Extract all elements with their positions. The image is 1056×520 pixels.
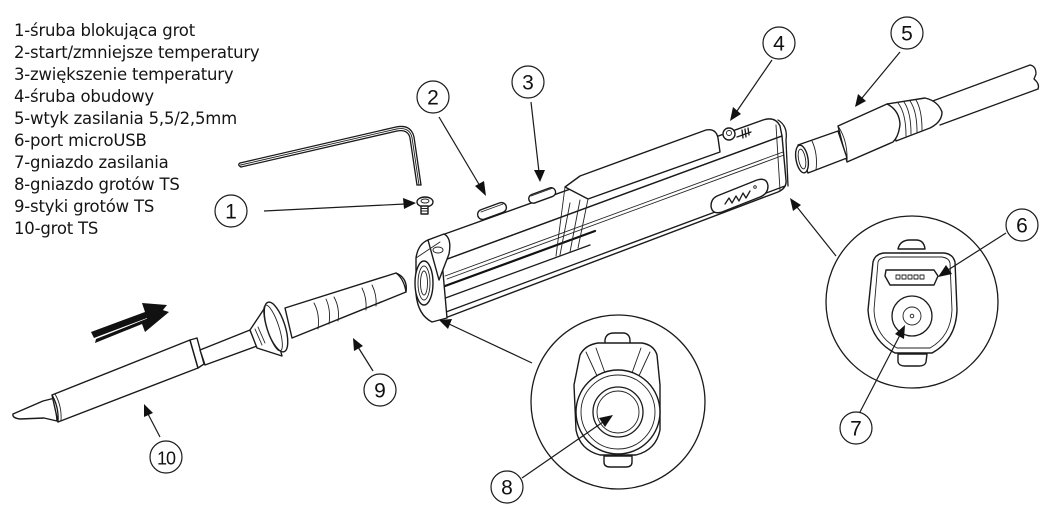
- legend-item-1: 1-śruba blokująca grot: [14, 21, 195, 40]
- callout-6: 6: [1005, 208, 1039, 242]
- callout-5-label: 5: [901, 23, 913, 46]
- ts-tip-icon: [12, 272, 407, 423]
- callout-9: 9: [363, 373, 397, 407]
- legend-item-4: 4-śruba obudowy: [14, 87, 154, 106]
- legend-item-6: 6-port microUSB: [14, 131, 147, 150]
- callout-2-label: 2: [427, 87, 439, 110]
- legend-item-2: 2-start/zmniejsze temperatury: [14, 43, 260, 62]
- callout-3: 3: [511, 65, 545, 99]
- housing-screw-icon: [722, 127, 752, 141]
- brand-logo-icon: [710, 178, 769, 214]
- callout-10-label: 10: [157, 449, 176, 469]
- callout-2: 2: [416, 80, 450, 114]
- callout-7-label: 7: [850, 418, 862, 441]
- button-plus-icon: [528, 187, 557, 204]
- callout-7: 7: [839, 411, 873, 445]
- parts-legend: 1-śruba blokująca grot 2-start/zmniejsze…: [14, 20, 260, 240]
- iron-handle-icon: [414, 118, 789, 323]
- legend-item-5: 5-wtyk zasilania 5,5/2,5mm: [14, 109, 238, 128]
- leader-lines: [144, 51, 1007, 479]
- callout-1-label: 1: [225, 201, 237, 224]
- callout-4-label: 4: [773, 33, 785, 56]
- callout-8-label: 8: [501, 477, 513, 500]
- callout-6-label: 6: [1016, 215, 1028, 238]
- legend-item-3: 3-zwiększenie temperatury: [14, 65, 234, 84]
- legend-item-7: 7-gniazdo zasilania: [14, 153, 169, 172]
- callout-10: 10: [149, 440, 183, 474]
- tip-socket-detail-icon: [530, 314, 706, 490]
- power-end-detail-icon: [825, 215, 999, 389]
- callout-3-label: 3: [522, 72, 534, 95]
- callout-5: 5: [890, 16, 924, 50]
- screw-icon: [416, 196, 434, 215]
- insert-direction-arrow-icon: [91, 303, 169, 343]
- callout-1: 1: [214, 194, 248, 228]
- callout-4: 4: [762, 26, 796, 60]
- callout-9-label: 9: [374, 380, 386, 403]
- hex-key-icon: [238, 125, 422, 186]
- legend-item-10: 10-grot TS: [14, 219, 99, 238]
- power-plug-icon: [794, 64, 1040, 174]
- legend-item-8: 8-gniazdo grotów TS: [14, 175, 180, 194]
- callout-8: 8: [490, 470, 524, 504]
- legend-item-9: 9-styki grotów TS: [14, 197, 155, 216]
- button-minus-icon: [476, 201, 508, 221]
